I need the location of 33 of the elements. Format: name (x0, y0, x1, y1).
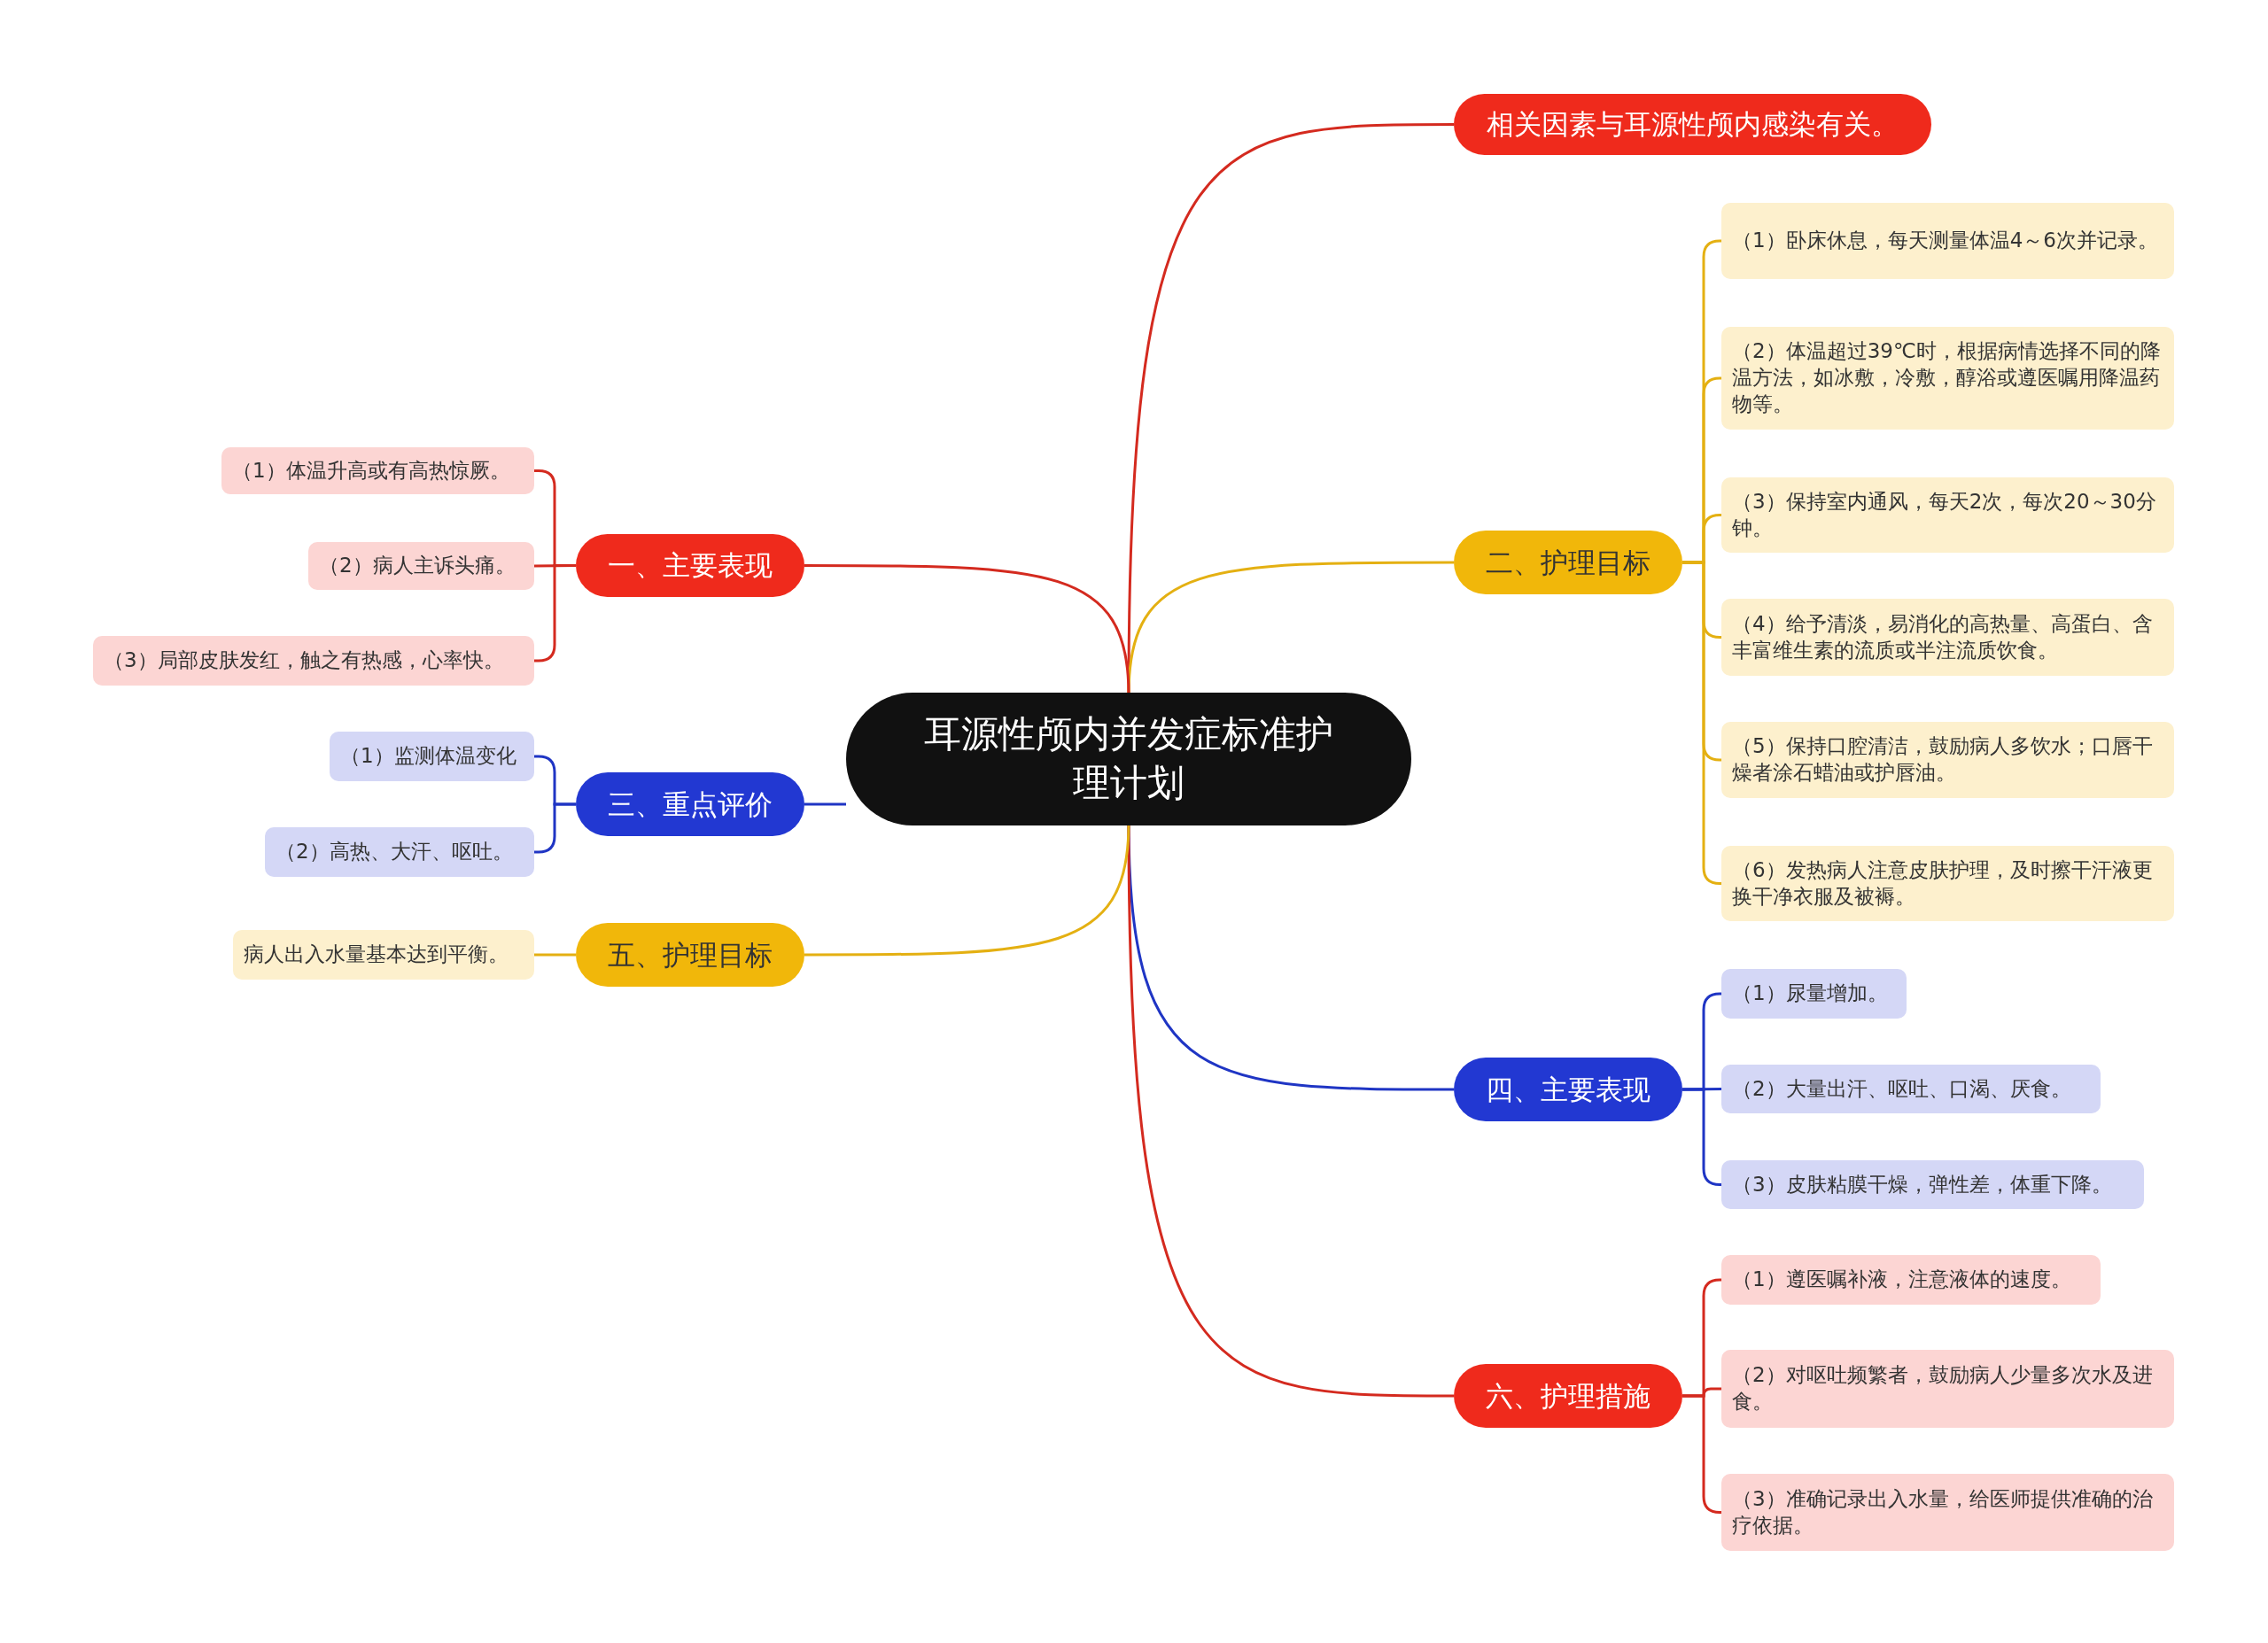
topic-pill: 相关因素与耳源性颅内感染有关。 (1454, 94, 1931, 155)
leaf-card: （2）大量出汗、呕吐、口渴、厌食。 (1721, 1065, 2101, 1113)
leaf-card: （3）保持室内通风，每天2次，每次20～30分钟。 (1721, 477, 2174, 553)
topic-pill: 三、重点评价 (576, 772, 804, 836)
connector-line (804, 802, 846, 806)
leaf-card: （1）监测体温变化 (330, 732, 534, 781)
central-topic: 耳源性颅内并发症标准护理计划 (846, 693, 1411, 825)
leaf-card: 病人出入水量基本达到平衡。 (233, 930, 534, 980)
leaf-card: （1）体温升高或有高热惊厥。 (221, 447, 534, 494)
leaf-card: （6）发热病人注意皮肤护理，及时擦干汗液更换干净衣服及被褥。 (1721, 846, 2174, 921)
leaf-card: （2）病人主诉头痛。 (308, 542, 534, 590)
leaf-card: （3）准确记录出入水量，给医师提供准确的治疗依据。 (1721, 1474, 2174, 1551)
connector-line (1127, 824, 1454, 1398)
leaf-card: （2）高热、大汗、呕吐。 (265, 827, 534, 877)
topic-pill: 一、主要表现 (576, 534, 804, 597)
leaf-card: （4）给予清淡，易消化的高热量、高蛋白、含丰富维生素的流质或半注流质饮食。 (1721, 599, 2174, 676)
topic-pill: 六、护理措施 (1454, 1364, 1682, 1428)
connector-line (1127, 561, 1454, 695)
leaf-card: （5）保持口腔清洁，鼓励病人多饮水；口唇干燥者涂石蜡油或护唇油。 (1721, 722, 2174, 798)
leaf-card: （2）对呕吐频繁者，鼓励病人少量多次水及进食。 (1721, 1350, 2174, 1428)
topic-pill: 五、护理目标 (576, 923, 804, 987)
leaf-card: （3）局部皮肤发红，触之有热感，心率快。 (93, 636, 534, 686)
connector-line (534, 953, 576, 957)
leaf-card: （2）体温超过39℃时，根据病情选择不同的降温方法，如冰敷，冷敷，醇浴或遵医嘱用降温药物等。 (1721, 327, 2174, 430)
leaf-card: （3）皮肤粘膜干燥，弹性差，体重下降。 (1721, 1160, 2144, 1209)
topic-pill: 二、护理目标 (1454, 531, 1682, 594)
connector-line (1682, 1088, 1721, 1091)
topic-pill: 四、主要表现 (1454, 1058, 1682, 1121)
leaf-card: （1）卧床休息，每天测量体温4～6次并记录。 (1721, 203, 2174, 279)
leaf-card: （1）遵医嘱补液，注意液体的速度。 (1721, 1255, 2101, 1305)
connector-line (804, 564, 1130, 695)
leaf-card: （1）尿量增加。 (1721, 969, 1907, 1019)
connector-line (804, 823, 1130, 957)
